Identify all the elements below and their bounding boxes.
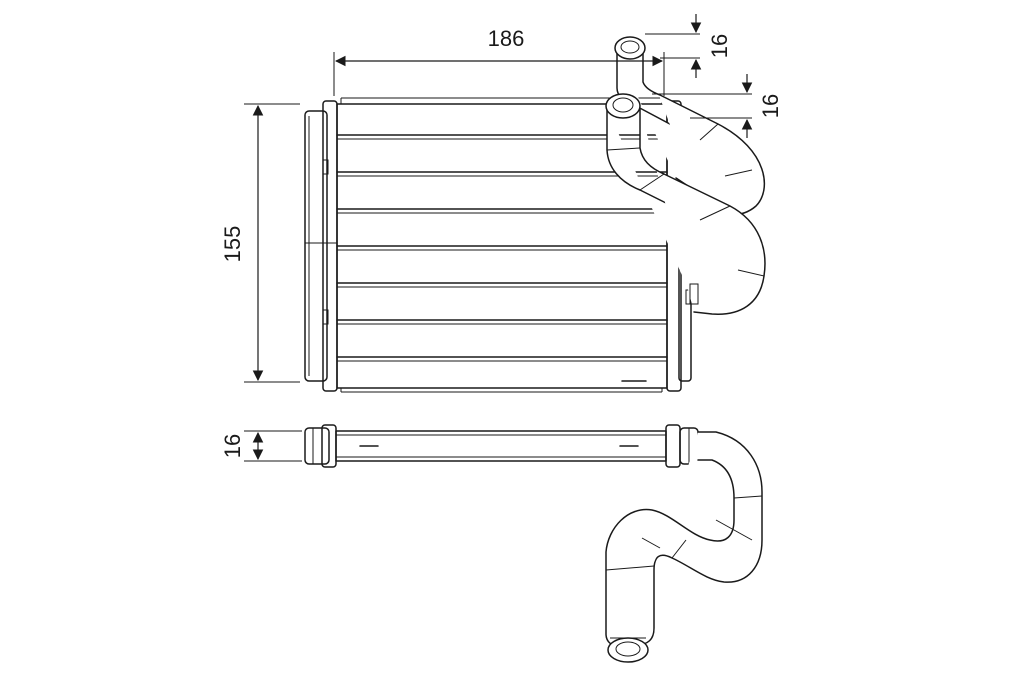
dimension-pipe-top: 16 <box>645 14 732 78</box>
pipe-lower-label: 16 <box>758 94 783 118</box>
pipe-top-label: 16 <box>707 34 732 58</box>
dimension-pipe-lower: 16 <box>652 74 783 138</box>
left-tank <box>304 100 338 392</box>
outlet-pipes <box>605 36 766 315</box>
depth-label: 16 <box>220 434 245 458</box>
dimension-depth: 16 <box>220 430 302 462</box>
width-label: 186 <box>488 26 525 51</box>
front-view <box>304 36 766 393</box>
dimension-height: 155 <box>220 103 300 383</box>
core-tubes <box>336 134 668 362</box>
core <box>336 97 668 393</box>
height-label: 155 <box>220 226 245 263</box>
side-view <box>304 424 763 663</box>
side-outlet-pipe <box>605 431 763 663</box>
dimension-width: 186 <box>333 26 665 96</box>
